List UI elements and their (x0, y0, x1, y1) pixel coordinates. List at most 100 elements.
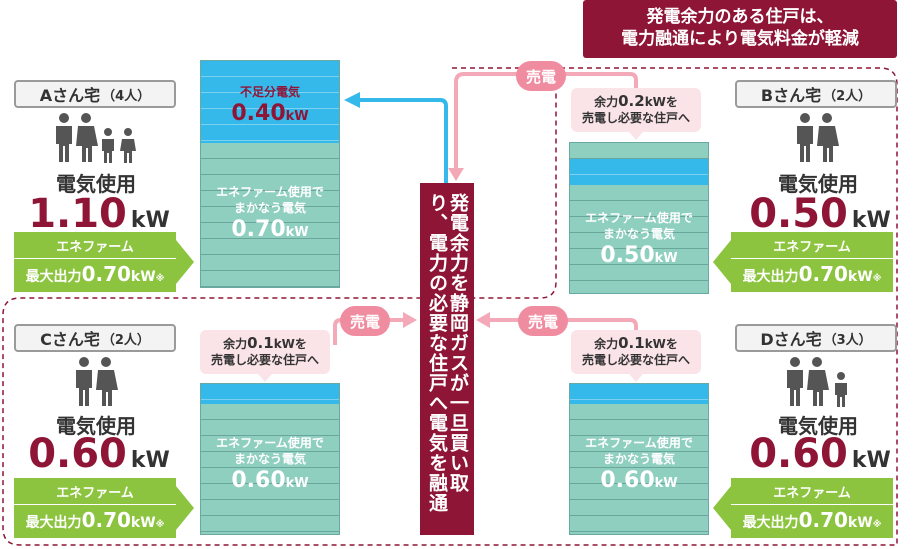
house-name-a: Aさん宅 (39, 86, 101, 105)
cover-label-d-1: エネファーム使用で (585, 436, 693, 450)
callout-unit-b: kWを (644, 95, 678, 109)
cover-number-c: 0.60 (231, 468, 286, 493)
enefarm-arrow-c (176, 486, 194, 530)
person-icon (817, 113, 839, 162)
enefarm-value-a: 0.70 (81, 262, 131, 286)
surplus-region-top (2, 67, 898, 546)
callout-line1-d: 余力0.1kWを (571, 335, 701, 352)
enefarm-prefix-d: 最大出力 (742, 515, 799, 531)
cover-label-a-2: まかなう電気 (233, 201, 306, 215)
power-stack-d: エネファーム使用で まかなう電気 0.60kW (569, 383, 709, 535)
enefarm-unit-b: kW (847, 269, 873, 285)
enefarm-output-d: 最大出力0.70kW※ (731, 508, 893, 532)
callout-line1-b: 余力0.2kWを (571, 93, 701, 110)
cover-unit-a: kW (285, 225, 309, 240)
enefarm-note-mark-c: ※ (155, 520, 165, 530)
callout-tip-b (629, 132, 643, 140)
cover-segment-d: エネファーム使用で まかなう電気 0.60kW (570, 404, 708, 534)
callout-value-d: 0.1 (618, 334, 645, 352)
enefarm-note-mark-b: ※ (872, 274, 882, 284)
surplus-segment-d (570, 384, 708, 404)
callout-line2-b: 売電し必要な住戸へ (581, 111, 690, 125)
cover-label-b-2: まかなう電気 (602, 227, 675, 241)
surplus-callout-b: 余力0.2kWを 売電し必要な住戸へ (571, 88, 701, 132)
person-icon (807, 357, 829, 406)
enefarm-output-a: 最大出力0.70kW※ (14, 262, 176, 286)
house-people-b: （2人） (823, 88, 872, 104)
cover-label-d-2: まかなう電気 (602, 452, 675, 466)
person-icon (120, 128, 136, 163)
person-icon (835, 372, 847, 407)
callout-prefix-c: 余力 (223, 337, 248, 351)
power-stack-c: エネファーム使用で まかなう電気 0.60kW (200, 383, 340, 535)
house-label-d: Dさん宅（3人） (735, 324, 897, 352)
sell-badge-b: 売電 (516, 61, 566, 91)
enefarm-arrow-d (713, 486, 731, 530)
enefarm-unit-c: kW (130, 515, 156, 531)
enefarm-box-d: エネファーム 最大出力0.70kW※ (731, 478, 893, 538)
enefarm-note-mark-a: ※ (155, 274, 165, 284)
house-name-b: Bさん宅 (760, 86, 822, 105)
enefarm-box-a: エネファーム 最大出力0.70kW※ (14, 232, 176, 292)
cover-label-b-1: エネファーム使用で (585, 211, 693, 225)
cover-label-a-1: エネファーム使用で (216, 185, 324, 199)
callout-value-b: 0.2 (618, 92, 645, 110)
usage-label-d: 電気使用 (778, 414, 858, 438)
enefarm-title-b: エネファーム (731, 236, 893, 259)
usage-unit-a: kW (130, 208, 170, 233)
surplus-callout-d: 余力0.1kWを 売電し必要な住戸へ (571, 330, 701, 374)
person-icon (787, 357, 803, 406)
person-icon (797, 113, 813, 162)
usage-unit-b: kW (851, 208, 891, 233)
house-people-a: （4人） (102, 88, 151, 104)
shortage-label-a: 不足分電気 (239, 85, 300, 99)
callout-line2-d: 売電し必要な住戸へ (581, 353, 690, 367)
house-label-c: Cさん宅（2人） (14, 324, 176, 352)
cover-segment-b-main: エネファーム使用で まかなう電気 0.50kW (570, 185, 708, 293)
callout-unit-c: kWを (273, 337, 307, 351)
house-label-a: Aさん宅（4人） (14, 80, 176, 108)
enefarm-value-d: 0.70 (798, 508, 848, 532)
enefarm-prefix-b: 最大出力 (742, 269, 799, 285)
supply-line-a (358, 98, 448, 183)
person-icon (102, 128, 114, 163)
enefarm-output-b: 最大出力0.70kW※ (731, 262, 893, 286)
person-icon (56, 113, 72, 162)
enefarm-value-b: 0.70 (798, 262, 848, 286)
cover-value-c: 0.60kW (201, 468, 339, 493)
house-people-c: （2人） (101, 332, 150, 348)
surplus-callout-c: 余力0.1kWを 売電し必要な住戸へ (200, 330, 330, 374)
house-people-d: （3人） (823, 332, 872, 348)
sell-badge-d: 売電 (518, 306, 568, 336)
cover-number-a: 0.70 (231, 217, 286, 242)
usage-number-a: 1.10 (28, 191, 127, 237)
cover-segment-b (570, 143, 708, 159)
cover-label-c-2: まかなう電気 (233, 452, 306, 466)
shortage-segment-a: 不足分電気 0.40kW (201, 61, 339, 143)
usage-unit-c: kW (130, 448, 170, 473)
usage-number-c: 0.60 (28, 431, 127, 477)
enefarm-title-c: エネファーム (14, 482, 176, 505)
sell-badge-c: 売電 (340, 306, 390, 336)
surplus-segment-c (201, 384, 339, 404)
enefarm-arrow-b (713, 240, 731, 284)
savings-banner: 発電余力のある住戸は、 電力融通により電気料金が軽減 (583, 0, 897, 58)
enefarm-unit-d: kW (847, 515, 873, 531)
house-label-b: Bさん宅（2人） (735, 80, 897, 108)
usage-unit-d: kW (851, 448, 891, 473)
callout-prefix-b: 余力 (594, 95, 619, 109)
callout-tip-d (629, 374, 643, 382)
shortage-unit-a: kW (285, 109, 309, 124)
callout-value-c: 0.1 (247, 334, 274, 352)
cover-number-d: 0.60 (600, 468, 655, 493)
enefarm-output-c: 最大出力0.70kW※ (14, 508, 176, 532)
enefarm-box-c: エネファーム 最大出力0.70kW※ (14, 478, 176, 538)
cover-number-b: 0.50 (600, 243, 655, 268)
enefarm-arrow-a (176, 240, 194, 284)
sell-arrow-b-head (448, 168, 464, 181)
surplus-segment-b (570, 159, 708, 185)
